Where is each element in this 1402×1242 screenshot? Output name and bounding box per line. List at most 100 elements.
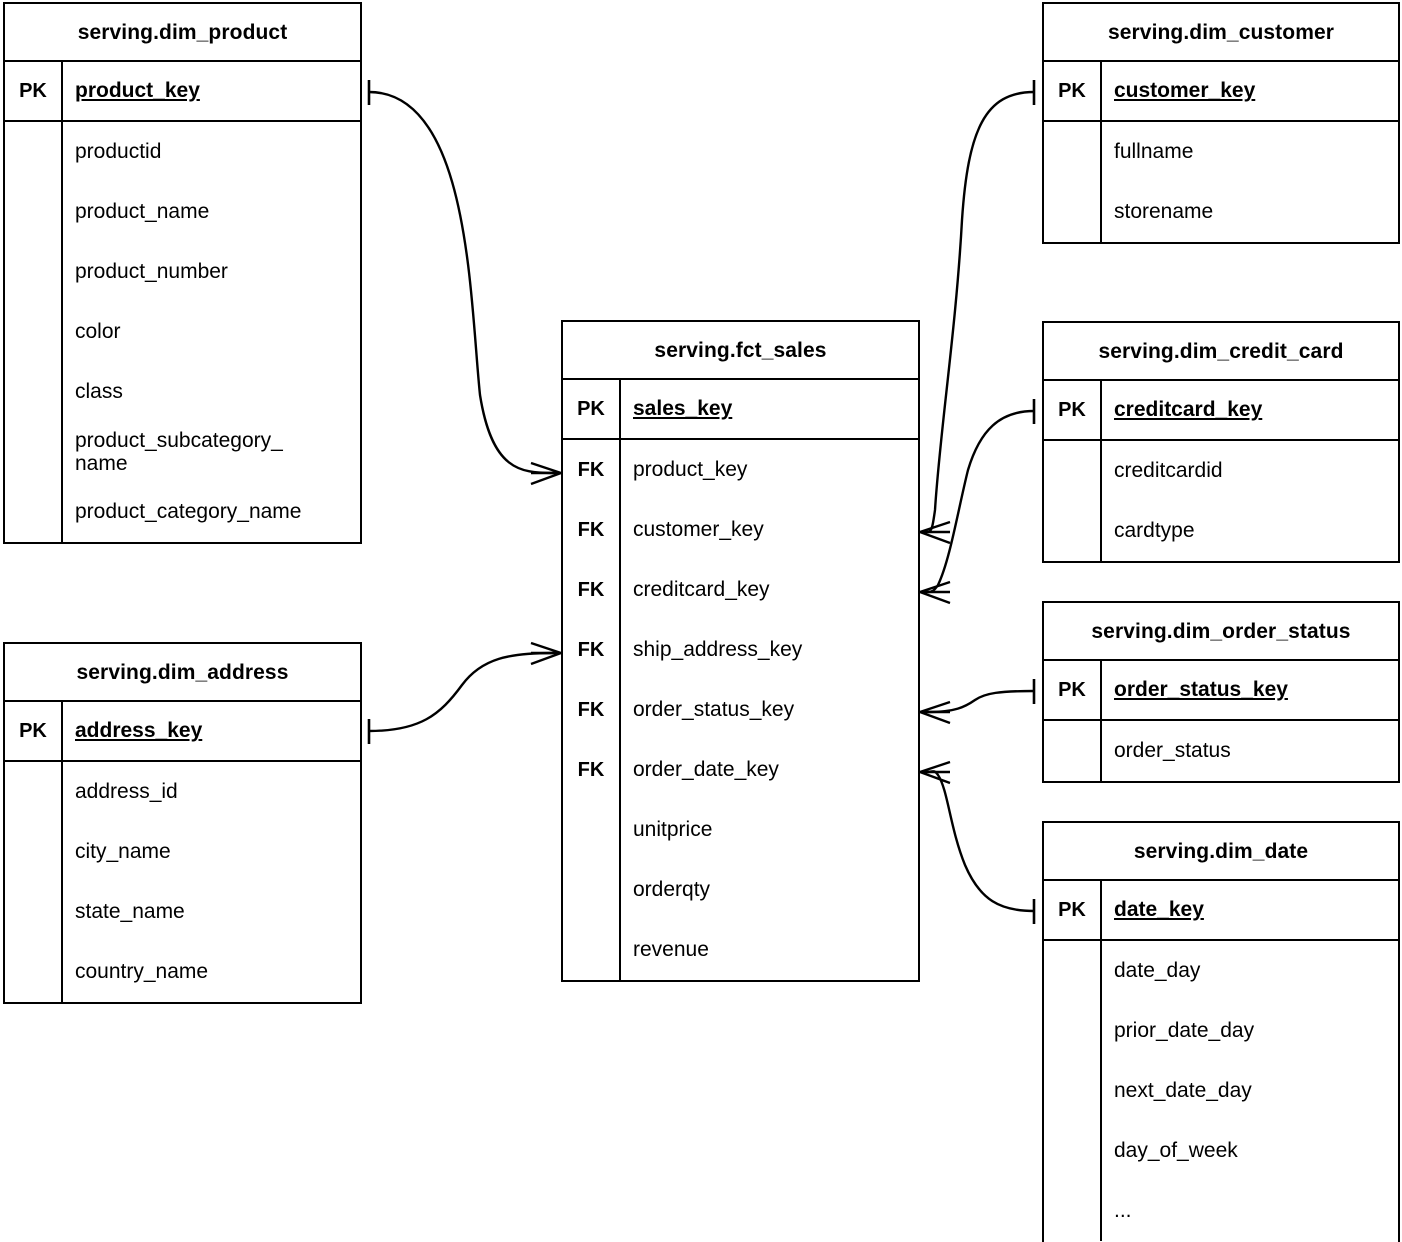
entity-dim-product[interactable]: serving.dim_product PK product_key produ… [3, 2, 362, 544]
key-cell [5, 182, 61, 242]
field-column: address_id city_name state_name country_… [63, 762, 360, 1002]
field-row: revenue [633, 938, 709, 962]
field-row: orderqty [633, 878, 711, 902]
pk-badge: PK [1044, 881, 1102, 939]
key-column [5, 762, 63, 1002]
fields-block: fullname storename [1044, 122, 1398, 242]
relationship-customer-sales [919, 80, 1036, 545]
pk-row[interactable]: PK sales_key [563, 380, 918, 440]
field-row: unitprice [633, 818, 713, 842]
entity-dim-order-status[interactable]: serving.dim_order_status PK order_status… [1042, 601, 1400, 783]
entity-dim-date[interactable]: serving.dim_date PK date_key date_day pr… [1042, 821, 1400, 1242]
field-row: creditcardid [1114, 459, 1223, 483]
entity-title: serving.dim_order_status [1044, 603, 1398, 661]
pk-field-name: customer_key [1102, 62, 1398, 120]
field-row: address_id [75, 780, 178, 804]
key-column [1044, 441, 1102, 561]
fields-block: address_id city_name state_name country_… [5, 762, 360, 1002]
key-cell [1044, 182, 1100, 242]
entity-title: serving.dim_product [5, 4, 360, 62]
field-column: productid product_name product_number co… [63, 122, 360, 542]
fields-block: FK FK FK FK FK FK product_key customer_k… [563, 440, 918, 980]
field-row: next_date_day [1114, 1079, 1252, 1103]
entity-dim-customer[interactable]: serving.dim_customer PK customer_key ful… [1042, 2, 1400, 244]
field-column: date_day prior_date_day next_date_day da… [1102, 941, 1398, 1241]
fk-badge: FK [577, 518, 605, 541]
key-cell [5, 362, 61, 422]
entity-title: serving.fct_sales [563, 322, 918, 380]
pk-field-name: address_key [63, 702, 360, 760]
field-row: date_day [1114, 959, 1201, 983]
pk-field-text: address_key [75, 719, 203, 743]
key-cell [1044, 501, 1100, 561]
key-cell [563, 800, 619, 860]
field-row: city_name [75, 840, 171, 864]
pk-row[interactable]: PK address_key [5, 702, 360, 762]
field-row: country_name [75, 960, 209, 984]
pk-field-name: creditcard_key [1102, 381, 1398, 439]
entity-title: serving.dim_credit_card [1044, 323, 1398, 381]
key-cell [563, 920, 619, 980]
entity-title: serving.dim_customer [1044, 4, 1398, 62]
relationship-address-sales [367, 641, 562, 744]
pk-row[interactable]: PK customer_key [1044, 62, 1398, 122]
field-row: class [75, 380, 123, 404]
field-row: storename [1114, 200, 1214, 224]
key-cell [1044, 1121, 1100, 1181]
key-cell [1044, 1181, 1100, 1241]
key-cell [1044, 1061, 1100, 1121]
key-cell [5, 302, 61, 362]
key-cell [1044, 721, 1100, 781]
field-row: ... [1114, 1199, 1132, 1223]
pk-field-text: order_status_key [1114, 678, 1288, 702]
relationship-product-sales [367, 80, 562, 486]
key-cell [1044, 1001, 1100, 1061]
fields-block: order_status [1044, 721, 1398, 781]
fk-badge: FK [577, 458, 605, 481]
pk-row[interactable]: PK creditcard_key [1044, 381, 1398, 441]
pk-badge: PK [1044, 661, 1102, 719]
fk-badge: FK [577, 758, 605, 781]
pk-field-text: sales_key [633, 397, 733, 421]
key-cell [5, 422, 61, 482]
field-row: color [75, 320, 121, 344]
pk-row[interactable]: PK product_key [5, 62, 360, 122]
relationship-date-sales [919, 760, 1036, 924]
field-row: customer_key [633, 518, 764, 542]
key-cell [563, 860, 619, 920]
field-row: product_key [633, 458, 748, 482]
field-column: fullname storename [1102, 122, 1398, 242]
field-column: creditcardid cardtype [1102, 441, 1398, 561]
field-row: ship_address_key [633, 638, 803, 662]
key-cell [1044, 941, 1100, 1001]
pk-field-name: order_status_key [1102, 661, 1398, 719]
key-cell [5, 482, 61, 542]
pk-field-text: creditcard_key [1114, 398, 1263, 422]
entity-fct-sales[interactable]: serving.fct_sales PK sales_key FK FK FK … [561, 320, 920, 982]
field-row: state_name [75, 900, 185, 924]
field-column: order_status [1102, 721, 1398, 781]
pk-badge: PK [5, 702, 63, 760]
pk-field-text: customer_key [1114, 79, 1256, 103]
entity-title: serving.dim_address [5, 644, 360, 702]
field-row: product_subcategory_ name [75, 428, 283, 475]
key-cell [5, 122, 61, 182]
entity-dim-credit-card[interactable]: serving.dim_credit_card PK creditcard_ke… [1042, 321, 1400, 563]
pk-badge: PK [5, 62, 63, 120]
key-column [5, 122, 63, 542]
pk-badge: PK [1044, 381, 1102, 439]
pk-field-name: date_key [1102, 881, 1398, 939]
pk-field-text: product_key [75, 79, 200, 103]
field-row: fullname [1114, 140, 1194, 164]
pk-row[interactable]: PK date_key [1044, 881, 1398, 941]
field-row: prior_date_day [1114, 1019, 1255, 1043]
field-row: order_date_key [633, 758, 779, 782]
pk-field-name: product_key [63, 62, 360, 120]
pk-badge: PK [1044, 62, 1102, 120]
field-column: product_key customer_key creditcard_key … [621, 440, 918, 980]
entity-dim-address[interactable]: serving.dim_address PK address_key addre… [3, 642, 362, 1004]
pk-row[interactable]: PK order_status_key [1044, 661, 1398, 721]
fields-block: creditcardid cardtype [1044, 441, 1398, 561]
relationship-credit-sales [919, 399, 1036, 605]
